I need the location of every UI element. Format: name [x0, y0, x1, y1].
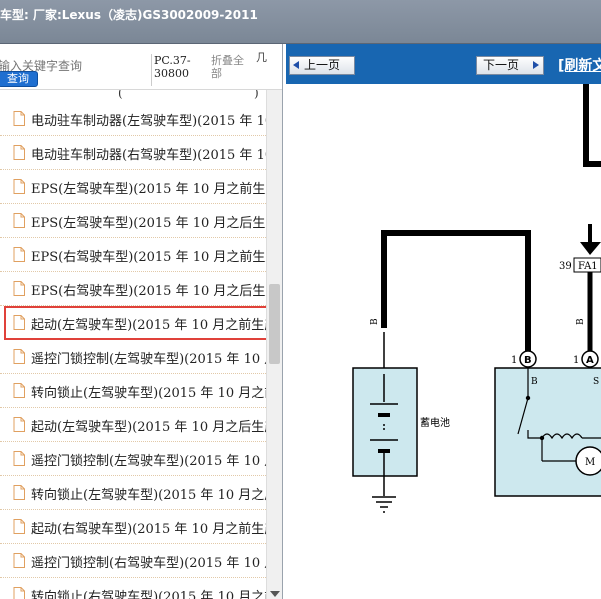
list-item-label: 转向锁止(右驾驶车型)(2015 年 10 月之前生产) — [31, 590, 266, 599]
document-icon — [13, 349, 25, 364]
document-icon — [13, 111, 25, 126]
fuse-number: 39 — [559, 261, 572, 272]
list-item-label: 转向锁止(左驾驶车型)(2015 年 10 月之前生产) — [31, 386, 266, 401]
pc-code-label: PC.37-30800 — [151, 54, 197, 86]
document-icon — [13, 383, 25, 398]
scrollbar-thumb[interactable] — [269, 284, 280, 364]
motor-label: M — [585, 457, 595, 468]
list-item-label: 遥控门锁控制(左驾驶车型)(2015 年 10 月之后生产) — [31, 454, 266, 469]
wiring-diagram: FA1 39 B B 蓄电池 B 1 A 1 B — [352, 84, 601, 513]
wire-fuse-top — [583, 84, 601, 167]
list-item-label: 起动(右驾驶车型)(2015 年 10 月之前生产) — [31, 522, 266, 537]
list-item-label: 遥控门锁控制(左驾驶车型)(2015 年 10 月之前生产) — [31, 352, 266, 367]
wire-label-b-right: B — [576, 318, 586, 325]
pin-1-right: 1 — [573, 355, 579, 366]
next-page-label: 下一页 — [483, 58, 520, 72]
window-title: 车型: 厂家:Lexus（凌志)GS3002009-2011 — [0, 8, 258, 22]
document-icon — [13, 417, 25, 432]
scroll-down-arrow-icon[interactable] — [270, 591, 280, 597]
document-icon — [13, 587, 25, 599]
search-bar: 查询 PC.37-30800 折叠全部 几 — [0, 44, 282, 90]
search-button[interactable]: 查询 — [0, 71, 38, 87]
battery-label: 蓄电池 — [420, 416, 450, 429]
refresh-link[interactable]: [刷新文 — [558, 58, 601, 74]
list-item-selected[interactable]: 起动(左驾驶车型)(2015 年 10 月之前生产) — [4, 306, 266, 340]
document-list: ( ) 电动驻车制动器(左驾驶车型)(2015 年 10 月之前生产) 电动驻车制… — [0, 90, 266, 599]
document-icon — [13, 145, 25, 160]
list-item[interactable]: EPS(左驾驶车型)(2015 年 10 月之后生产) — [0, 204, 266, 238]
wire-battery-left — [381, 230, 531, 355]
list-item[interactable]: 遥控门锁控制(左驾驶车型)(2015 年 10 月之后生产) — [0, 442, 266, 476]
switch-contact-wire — [527, 430, 542, 439]
inner-wire-s-label: S — [593, 377, 599, 387]
pin-1-left: 1 — [511, 355, 517, 366]
fuse-label: FA1 — [578, 261, 598, 272]
list-item-label: 起动(左驾驶车型)(2015 年 10 月之前生产) — [31, 318, 266, 333]
window-title-bar: 车型: 厂家:Lexus（凌志)GS3002009-2011 — [0, 0, 601, 44]
fuse-box — [573, 257, 601, 273]
list-item[interactable]: 转向锁止(右驾驶车型)(2015 年 10 月之前生产) — [0, 578, 266, 599]
starter-coil-icon — [541, 433, 583, 440]
document-icon — [13, 179, 25, 194]
list-item-partial: ( ) — [0, 90, 266, 102]
list-item-label: EPS(右驾驶车型)(2015 年 10 月之后生产) — [31, 284, 266, 299]
list-item[interactable]: 起动(右驾驶车型)(2015 年 10 月之前生产) — [0, 510, 266, 544]
list-item-label: EPS(左驾驶车型)(2015 年 10 月之后生产) — [31, 216, 266, 231]
document-icon — [13, 485, 25, 500]
list-item[interactable]: 转向锁止(左驾驶车型)(2015 年 10 月之后生产) — [0, 476, 266, 510]
list-item-label: 起动(左驾驶车型)(2015 年 10 月之后生产) — [31, 420, 266, 435]
document-icon — [13, 247, 25, 262]
document-icon — [13, 519, 25, 534]
fold-all-button[interactable]: 折叠全部 — [211, 54, 244, 80]
connector-pin-a — [581, 350, 599, 368]
list-item[interactable]: 电动驻车制动器(右驾驶车型)(2015 年 10 月之前生产) — [0, 136, 266, 170]
document-icon — [13, 281, 25, 296]
inner-wire-b-label: B — [531, 377, 538, 387]
partial-text-right: ) — [254, 90, 259, 100]
list-scrollbar[interactable] — [266, 90, 282, 599]
battery-box — [352, 367, 418, 477]
list-item[interactable]: 转向锁止(左驾驶车型)(2015 年 10 月之前生产) — [0, 374, 266, 408]
pin-b-label: B — [524, 355, 532, 366]
list-item[interactable]: 遥控门锁控制(左驾驶车型)(2015 年 10 月之前生产) — [0, 340, 266, 374]
left-panel: 查询 PC.37-30800 折叠全部 几 ( ) 电动驻车制动器(左驾驶车型)… — [0, 44, 283, 599]
list-item-label: EPS(左驾驶车型)(2015 年 10 月之前生产) — [31, 182, 266, 197]
switch-arm — [517, 397, 529, 435]
list-item[interactable]: EPS(右驾驶车型)(2015 年 10 月之前生产) — [0, 238, 266, 272]
next-page-button[interactable]: 下一页 — [476, 56, 544, 75]
document-icon — [13, 213, 25, 228]
list-item-label: 遥控门锁控制(右驾驶车型)(2015 年 10 月之前生产) — [31, 556, 266, 571]
list-item-label: 电动驻车制动器(左驾驶车型)(2015 年 10 月之前生产) — [31, 114, 266, 129]
ground-icon — [372, 496, 396, 513]
prev-page-button[interactable]: 上一页 — [289, 56, 355, 75]
pin-a-label: A — [586, 355, 594, 366]
list-item[interactable]: EPS(左驾驶车型)(2015 年 10 月之前生产) — [0, 170, 266, 204]
prev-page-label: 上一页 — [304, 58, 341, 72]
toolbar-extra-label: 几 — [256, 51, 267, 64]
arrow-left-icon — [293, 61, 299, 69]
list-item[interactable]: EPS(右驾驶车型)(2015 年 10 月之后生产) — [0, 272, 266, 306]
starter-box — [494, 367, 601, 497]
list-item-label: 电动驻车制动器(右驾驶车型)(2015 年 10 月之前生产) — [31, 148, 266, 163]
search-input[interactable] — [0, 56, 150, 76]
list-item[interactable]: 遥控门锁控制(右驾驶车型)(2015 年 10 月之前生产) — [0, 544, 266, 578]
list-item[interactable]: 起动(左驾驶车型)(2015 年 10 月之后生产) — [0, 408, 266, 442]
list-item-label: EPS(右驾驶车型)(2015 年 10 月之前生产) — [31, 250, 266, 265]
document-icon — [13, 315, 25, 330]
wire-label-b-left: B — [370, 318, 380, 325]
document-icon — [13, 553, 25, 568]
document-icon — [13, 451, 25, 466]
page-nav-bar: 上一页 下一页 [刷新文 — [286, 44, 601, 84]
list-item[interactable]: 电动驻车制动器(左驾驶车型)(2015 年 10 月之前生产) — [0, 102, 266, 136]
list-item-label: 转向锁止(左驾驶车型)(2015 年 10 月之后生产) — [31, 488, 266, 503]
arrow-right-icon — [533, 61, 539, 69]
fuse-arrow-icon — [580, 242, 601, 255]
right-panel: 上一页 下一页 [刷新文 FA1 39 B B 蓄电池 — [286, 44, 601, 599]
partial-text: ( — [118, 90, 123, 100]
